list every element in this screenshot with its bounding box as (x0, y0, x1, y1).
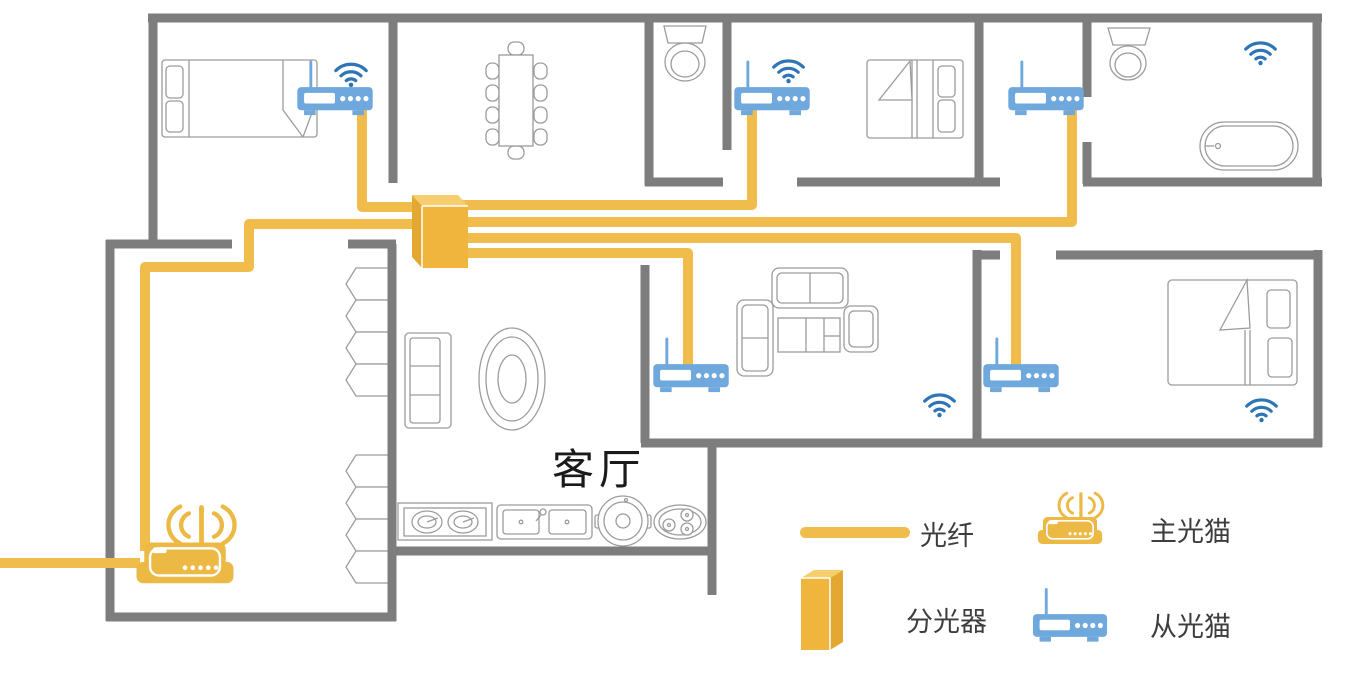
fiber-branch-room5 (460, 248, 693, 372)
walls (105, 13, 1323, 622)
fiber-network (0, 108, 1077, 568)
legend-label-main-modem: 主光猫 (1150, 517, 1231, 548)
slave-modem-3 (1007, 60, 1085, 117)
legend-label-splitter: 分光器 (906, 607, 987, 638)
furniture-layer (161, 25, 1299, 584)
slave-modem-icon (1032, 587, 1108, 644)
wifi-icon-bedroom (1245, 398, 1278, 423)
rug (478, 327, 546, 431)
wifi-icon-bathroom (1244, 41, 1277, 66)
serving-plate (653, 504, 707, 540)
cooking-pot (594, 495, 652, 547)
fiber-main-to-splitter (140, 219, 424, 551)
sofa-set (736, 267, 879, 377)
fiber-line-icon (800, 527, 910, 538)
bathtub (1199, 121, 1299, 171)
sofa-vertical (404, 332, 452, 429)
toilet-2 (1107, 27, 1151, 81)
wifi-icon-living (923, 393, 956, 418)
main-modem (137, 507, 235, 584)
wifi-icon-room1 (334, 62, 368, 88)
legend-label-fiber: 光纤 (920, 521, 974, 552)
bed-top-middle (866, 59, 964, 139)
slave-modem-2 (733, 60, 811, 117)
optical-splitter (412, 195, 468, 268)
bed-top-left (161, 59, 318, 138)
legend-label-slave-modem: 从光猫 (1150, 612, 1231, 643)
stove (397, 502, 493, 541)
toilet-1 (663, 25, 707, 82)
fiber-branch-room1 (357, 108, 424, 212)
living-room-label: 客厅 (552, 445, 646, 494)
fiber-branch-room4 (460, 233, 1021, 372)
bed-bottom-right (1167, 277, 1298, 386)
fiber-branch-room3 (460, 109, 1077, 227)
wifi-icon-room2 (772, 59, 805, 84)
legend: 光纤 主光猫 分光器 从光猫 (800, 491, 1231, 650)
main-modem-icon (1036, 491, 1105, 546)
wardrobe (345, 267, 391, 584)
splitter-icon (801, 570, 843, 650)
fiber-branch-room2 (460, 108, 757, 210)
kitchen-sink (496, 504, 593, 540)
dining-table (485, 41, 548, 160)
